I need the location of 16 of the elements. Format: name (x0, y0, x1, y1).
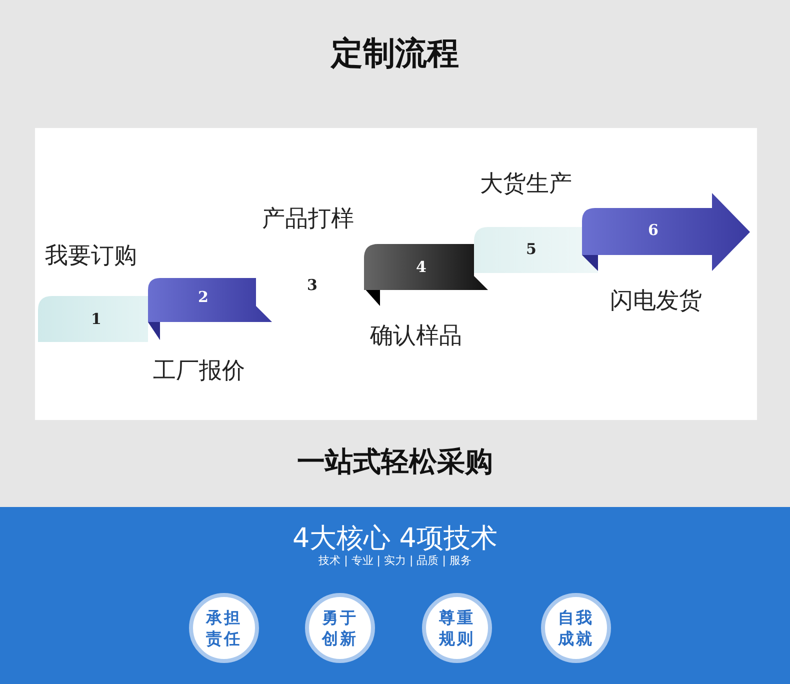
step-label: 我要订购 (45, 242, 137, 271)
step-label: 工厂报价 (153, 357, 245, 386)
step-number: 5 (526, 240, 536, 258)
step-label: 产品打样 (262, 205, 354, 234)
banner-subheading: 技术 | 专业 | 实力 | 品质 | 服务 (318, 554, 472, 567)
title: 定制流程 (330, 33, 460, 74)
banner-heading: 4大核心 4项技术 (292, 523, 498, 554)
step-label: 大货生产 (480, 170, 572, 199)
slogan: 一站式轻松采购 (297, 445, 493, 478)
step-number: 3 (307, 276, 318, 294)
step-number: 4 (416, 258, 426, 276)
step-number: 2 (198, 288, 208, 306)
step-number: 1 (91, 310, 102, 328)
step-number: 6 (648, 221, 658, 239)
step-label: 确认样品 (370, 322, 462, 351)
step-label: 闪电发货 (610, 287, 702, 316)
